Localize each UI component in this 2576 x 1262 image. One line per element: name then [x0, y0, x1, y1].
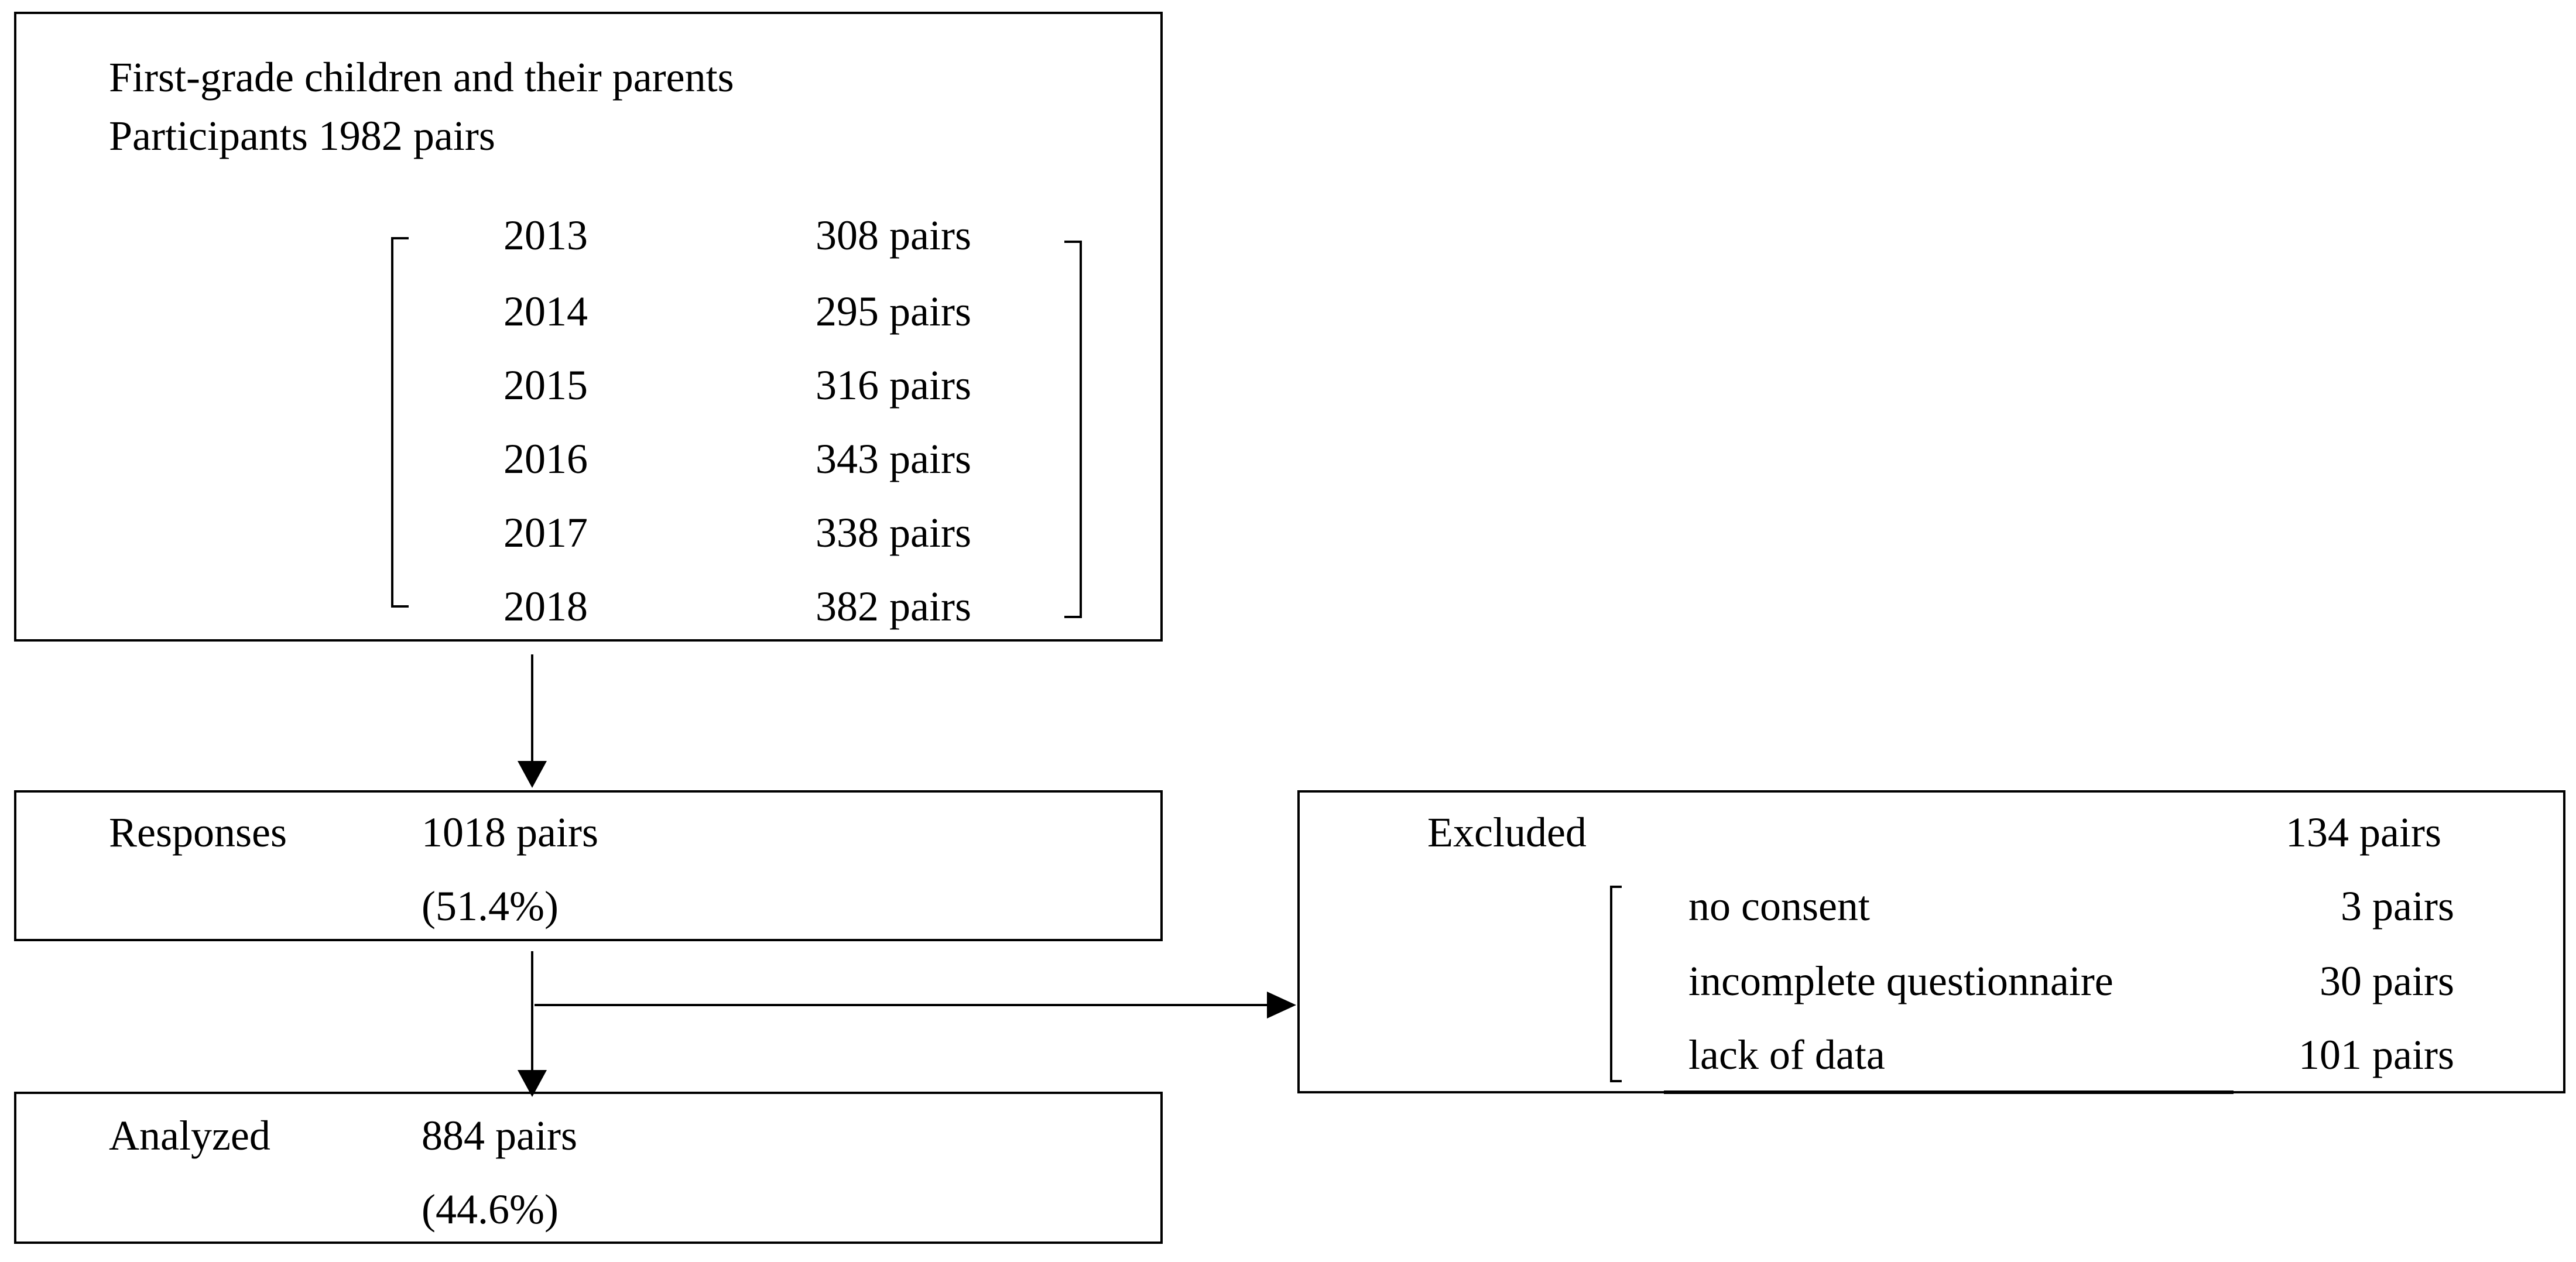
- excluded-reason-count: 3 pairs: [2341, 883, 2454, 930]
- excluded-reason-count: 30 pairs: [2320, 958, 2454, 1004]
- year-label: 2017: [503, 509, 588, 556]
- year-label: 2018: [503, 583, 588, 630]
- excluded-count: 134 pairs: [2286, 809, 2441, 856]
- arrowhead-down-2: [518, 1070, 547, 1097]
- excluded-reason: lack of data: [1688, 1031, 1885, 1078]
- year-label: 2014: [503, 288, 588, 335]
- analyzed-percent: (44.6%): [422, 1186, 559, 1233]
- participants-total: Participants 1982 pairs: [109, 112, 495, 159]
- excluded-label: Excluded: [1427, 809, 1587, 856]
- excluded-left-bracket: [1610, 886, 1622, 1082]
- year-count: 295 pairs: [816, 288, 971, 335]
- years-left-bracket: [391, 237, 409, 608]
- year-label: 2013: [503, 212, 588, 259]
- year-count: 382 pairs: [816, 583, 971, 630]
- analyzed-box: [14, 1092, 1163, 1244]
- participants-heading: First-grade children and their parents: [109, 54, 734, 101]
- analyzed-label: Analyzed: [109, 1112, 270, 1159]
- year-count: 308 pairs: [816, 212, 971, 259]
- year-label: 2016: [503, 435, 588, 482]
- year-label: 2015: [503, 362, 588, 409]
- year-count: 338 pairs: [816, 509, 971, 556]
- arrowhead-down-1: [518, 761, 547, 788]
- year-count: 316 pairs: [816, 362, 971, 409]
- analyzed-count: 884 pairs: [422, 1112, 577, 1159]
- excluded-box: [1297, 790, 2565, 1093]
- excluded-reason: incomplete questionnaire: [1688, 958, 2113, 1004]
- responses-label: Responses: [109, 809, 287, 856]
- excluded-reason-count: 101 pairs: [2298, 1031, 2454, 1078]
- excluded-reason: no consent: [1688, 883, 1870, 930]
- arrowhead-right: [1267, 992, 1296, 1018]
- responses-box: [14, 790, 1163, 941]
- responses-percent: (51.4%): [422, 883, 559, 930]
- responses-count: 1018 pairs: [422, 809, 598, 856]
- participants-box: [14, 12, 1163, 642]
- years-right-bracket: [1064, 241, 1082, 618]
- year-count: 343 pairs: [816, 435, 971, 482]
